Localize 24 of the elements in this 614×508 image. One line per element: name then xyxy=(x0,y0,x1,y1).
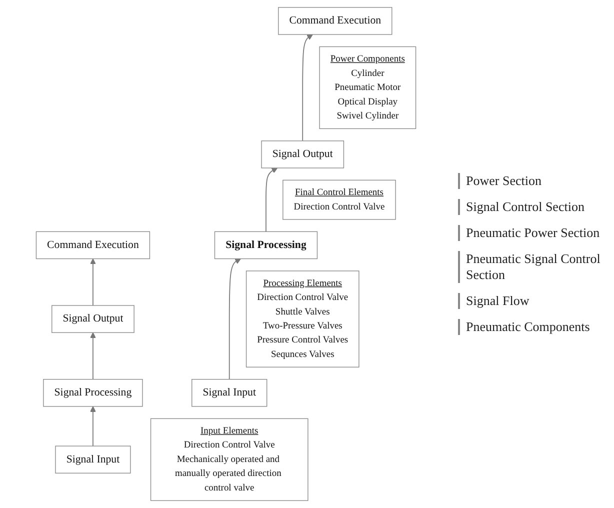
arrow xyxy=(266,168,278,232)
node-box: Processing Elements Direction Control Valve Shuttle Valves Two-Pressure Valves Pressure Control Valves Sequnces Valves xyxy=(246,270,360,368)
section-label: Pneumatic Power Section xyxy=(458,225,608,241)
node-box: Final Control Elements Direction Control Valve xyxy=(282,180,396,220)
node-box: Signal Output xyxy=(52,305,134,333)
node-box: Signal Input xyxy=(55,446,131,474)
section-label: Signal Flow xyxy=(458,293,608,309)
node-box: Input Elements Direction Control Valve Mechanically operated and manually operated direction control valve xyxy=(150,418,308,501)
arrow xyxy=(90,406,96,446)
node-box: Signal Output xyxy=(261,140,344,168)
section-label: Signal Control Section xyxy=(458,199,608,215)
section-label: Pneumatic Signal Control Section xyxy=(458,251,608,283)
node-box: Signal Processing xyxy=(214,231,318,260)
arrow xyxy=(302,34,313,142)
node-box: Signal Input xyxy=(192,378,268,407)
arrow xyxy=(90,258,96,306)
section-label: Pneumatic Components xyxy=(458,319,608,335)
node-box: Signal Processing xyxy=(43,378,143,407)
arrow xyxy=(228,258,241,380)
node-box: Command Execution xyxy=(36,231,150,260)
node-box: Power Components Cylinder Pneumatic Motor Optical Display Swivel Cylinder xyxy=(319,46,416,130)
arrow xyxy=(90,332,96,380)
section-label: Power Section xyxy=(458,173,608,189)
node-box: Command Execution xyxy=(278,7,392,35)
